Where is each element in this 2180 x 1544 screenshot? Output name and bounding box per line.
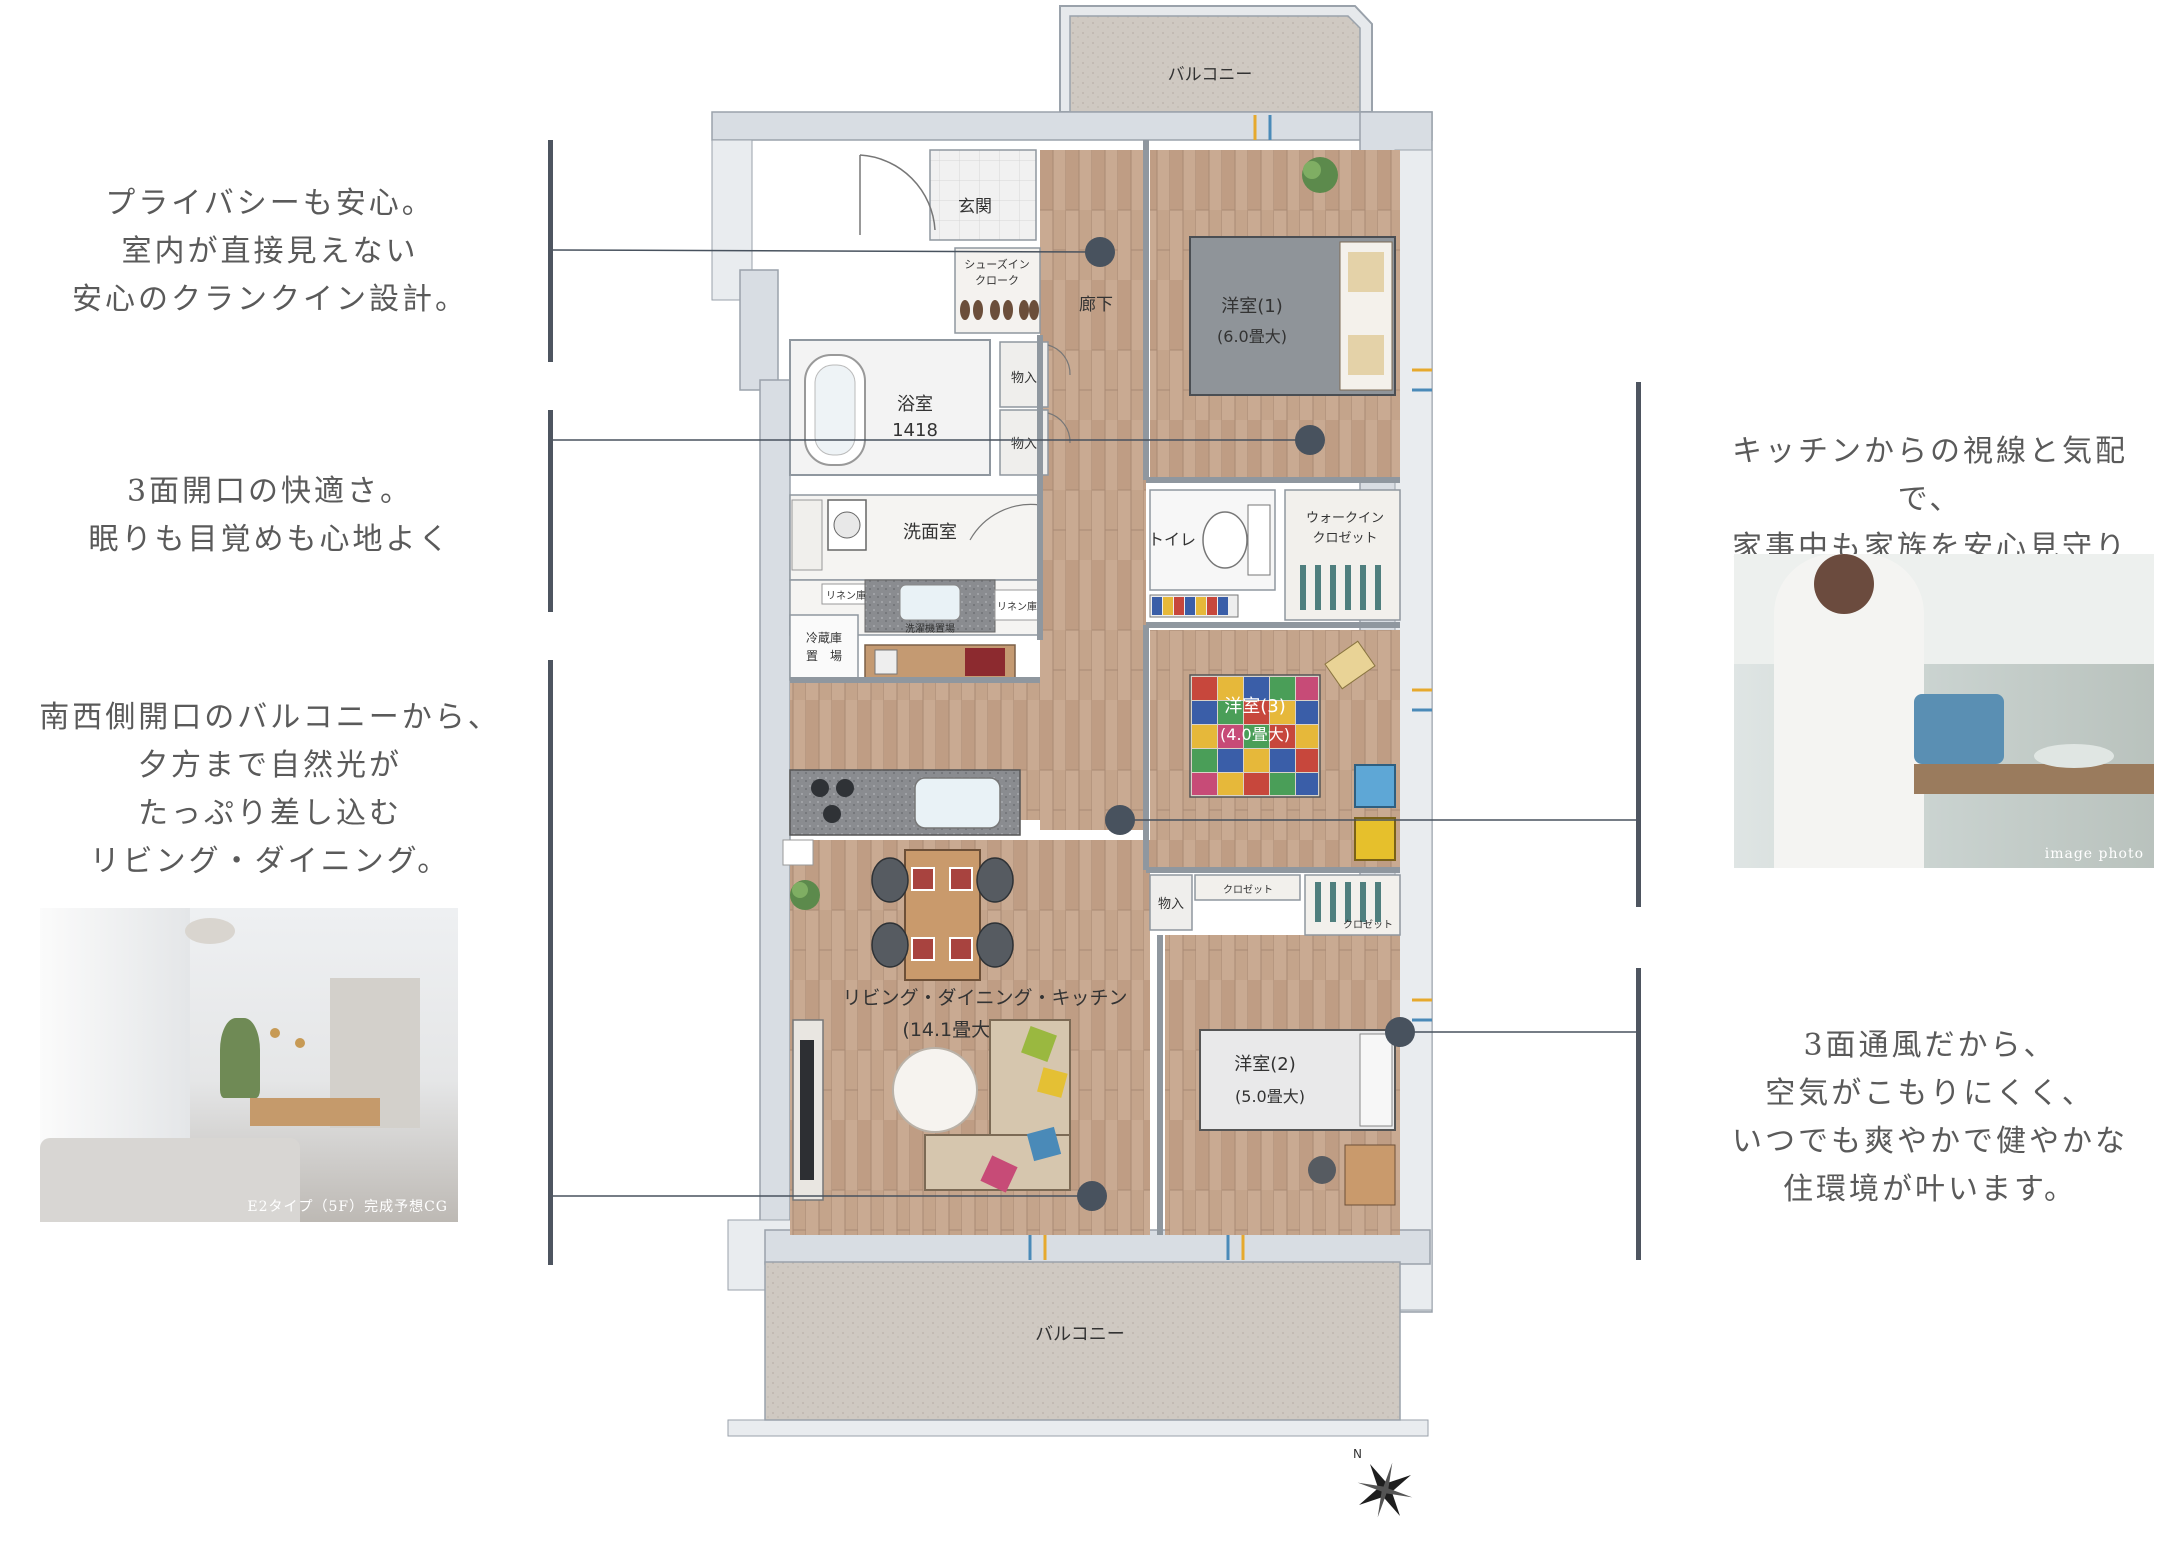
ldk-label: リビング・ダイニング・キッチン [842, 987, 1127, 1009]
bedroom-3: 洋室(3) (4.0畳大) [1189, 640, 1396, 861]
sofa-set [892, 1019, 1071, 1193]
wic-label-1: ウォークイン [1306, 511, 1384, 526]
wic-label-2: クロゼット [1312, 531, 1377, 546]
pendant-light-icon-2 [295, 1038, 305, 1048]
counter [1914, 764, 2154, 794]
bathroom: 浴室 1418 [789, 339, 991, 476]
shoes-in-label-1: シューズイン [964, 257, 1029, 271]
genkan: 玄関 [859, 149, 1037, 241]
closet-b: クロゼット [1304, 874, 1401, 936]
callout-lines [551, 249, 1640, 1197]
callout-living: 南西側開口のバルコニーから、 夕方まで自然光が たっぷり差し込む リビング・ダイ… [39, 700, 501, 879]
window-vent-icons [1028, 115, 1432, 1260]
callout-dots [1077, 237, 1415, 1211]
shoes-in-label-2: クローク [975, 274, 1019, 287]
ceiling-light-icon [185, 918, 235, 944]
storage-c: 物入 [1149, 874, 1193, 931]
shoes-icon [960, 300, 1039, 320]
callout-bar-entrance [548, 140, 553, 362]
person-hair [1814, 554, 1874, 614]
fridge-label-1: 冷蔵庫 [806, 631, 842, 645]
kitchen-photo-credit: image photo [2044, 846, 2144, 862]
balcony-bottom: バルコニー [764, 1261, 1401, 1421]
balcony-bottom-label: バルコニー [1035, 1324, 1125, 1345]
washer-label: 洗濯機置場 [905, 622, 955, 635]
callout-ventilation: 3面通風だから、 空気がこもりにくく、 いつでも爽やかで健やかな 住環境が叶いま… [1732, 1028, 2128, 1207]
kitchen-back-counter: 冷蔵庫 置 場 [789, 614, 1016, 681]
dining-set [871, 849, 1014, 981]
dining-table [250, 1098, 380, 1126]
kitchen-photo: image photo [1734, 554, 2154, 868]
washroom-label: 洗面室 [903, 522, 957, 543]
pendant-light-icon [270, 1028, 280, 1038]
kitchen-island [782, 769, 1021, 866]
genkan-label: 玄関 [958, 197, 992, 217]
balcony-top: バルコニー [1059, 5, 1373, 113]
closet-a: クロゼット [1194, 874, 1301, 901]
ldk-size-label: (14.1畳大) [902, 1019, 997, 1041]
callout-bar-kitchen [1636, 382, 1641, 907]
toilet: トイレ [1148, 489, 1276, 591]
washroom: 洗面室 [789, 494, 1041, 581]
closet-b-label: クロゼット [1343, 919, 1393, 931]
compass-icon: N [1353, 1447, 1413, 1518]
bath-size-label: 1418 [892, 420, 938, 441]
tv-unit [792, 1019, 824, 1201]
storage-c-label: 物入 [1158, 897, 1184, 912]
bedroom-1: 洋室(1) (6.0畳大) [1189, 236, 1396, 396]
closet-a-label: クロゼット [1223, 884, 1273, 896]
bath-label: 浴室 [897, 394, 933, 415]
plant-icon [790, 157, 1338, 910]
bedroom2-size-label: (5.0畳大) [1235, 1087, 1305, 1106]
bedroom3-size-label: (4.0畳大) [1220, 725, 1290, 744]
bedroom3-label: 洋室(3) [1224, 696, 1286, 717]
storage-a-label: 物入 [1011, 371, 1037, 386]
sofa [40, 1138, 300, 1222]
linen-label-1: リネン庫 [826, 589, 866, 602]
bedroom1-size-label: (6.0畳大) [1217, 327, 1287, 346]
callout-bar-living [548, 660, 553, 1265]
walk-in-closet: ウォークイン クロゼット [1284, 489, 1401, 621]
linen-label-2: リネン庫 [997, 600, 1037, 613]
shoes-in-cloak: シューズイン クローク [954, 247, 1041, 334]
callout-bar-ventilation [1636, 968, 1641, 1260]
fridge-label-2: 置 場 [806, 649, 842, 663]
living-room-photo: E2タイプ（5F）完成予想CG [40, 908, 458, 1222]
balcony-top-label: バルコニー [1168, 65, 1253, 85]
plant-icon [220, 1018, 260, 1098]
toilet-label: トイレ [1148, 530, 1196, 549]
bookshelf [1149, 594, 1239, 618]
stove-icon [811, 779, 854, 823]
bedroom1-label: 洋室(1) [1221, 296, 1283, 317]
callout-entrance: プライバシーも安心。 室内が直接見えない 安心のクランクイン設計。 [72, 186, 468, 317]
plate-icon [2034, 744, 2114, 768]
compass-north-label: N [1353, 1447, 1362, 1461]
vanity-area: リネン庫 リネン庫 洗濯機置場 [789, 579, 1041, 636]
partitions [790, 140, 1400, 1235]
callout-bar-bedroom1 [548, 410, 553, 612]
callout-kitchen: キッチンからの視線と気配で、 家事中も家族を安心見守り [1732, 434, 2128, 565]
pot-icon [1914, 694, 2004, 764]
bedroom2-label: 洋室(2) [1234, 1054, 1296, 1075]
bedroom-2: 洋室(2) (5.0畳大) [1199, 1029, 1396, 1206]
corridor-label: 廊下 [1079, 295, 1113, 315]
living-photo-credit: E2タイプ（5F）完成予想CG [247, 1199, 448, 1215]
callout-bedroom1: 3面開口の快適さ。 眠りも目覚めも心地よく [88, 474, 452, 557]
